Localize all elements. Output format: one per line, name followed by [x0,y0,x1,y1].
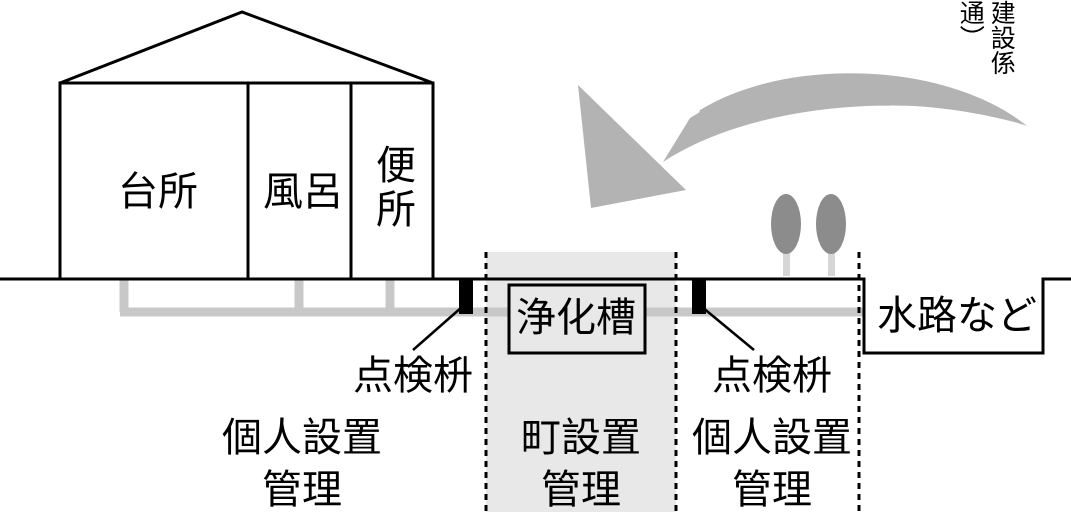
inspection-pit-left-label: 点検枡 [353,353,473,399]
room-kitchen-label: 台所 [118,169,198,215]
room-bath-label: 風呂 [263,169,343,215]
leader-line-right [701,306,755,351]
room-toilet-label: 便所 [376,143,416,233]
tree-trunk-2 [828,248,835,276]
trees [771,194,846,276]
vertical-note-col2: 通） [956,0,986,50]
curved-arrow-body [663,73,1027,162]
inspection-pit-right-label: 点検枡 [712,353,832,399]
house-roof [59,10,434,85]
zone-left-line2: 管理 [262,467,342,512]
septic-tank-label: 浄化槽 [516,295,636,341]
tree-trunk-1 [783,248,790,276]
house [58,10,435,281]
waterway-label: 水路など [877,293,1037,339]
curved-arrow-head [578,85,686,208]
inspection-pit-right [692,280,706,314]
zone-right-line1: 個人設置 [692,415,852,461]
waterway-channel [861,277,1071,355]
zone-right-line2: 管理 [732,467,812,512]
zone-center-line1: 町設置 [521,415,641,461]
tree-foliage-1 [771,194,801,254]
drain-pipes [119,280,865,317]
vertical-note-col1: 建設係 [987,0,1017,75]
leader-line-left [412,306,463,351]
septic-tank-box [507,283,647,355]
zone-left-line1: 個人設置 [222,415,382,461]
inspection-pit-left [459,280,473,314]
tree-foliage-2 [816,194,846,254]
zone-center-line2: 管理 [541,467,621,512]
